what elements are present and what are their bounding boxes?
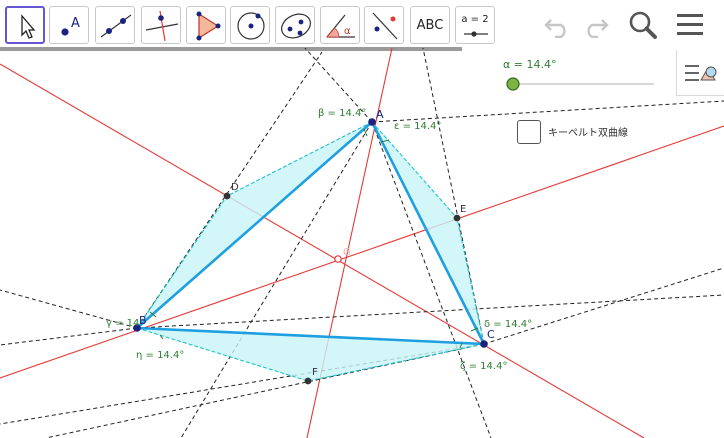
angle-tool-icon: α	[326, 14, 355, 38]
angle-label-delta: δ = 14.4°	[484, 319, 532, 330]
reflect-tool-icon	[372, 12, 398, 40]
point-c[interactable]	[480, 340, 488, 348]
arc-gamma	[149, 311, 157, 318]
point-d[interactable]	[223, 192, 231, 200]
label-a: A	[376, 108, 384, 121]
dashed-line-5	[0, 289, 138, 329]
slider-tool-icon	[464, 31, 488, 37]
line-tool-icon	[100, 14, 132, 38]
dashed-line-9	[483, 267, 724, 345]
dashed-line-11	[0, 343, 485, 425]
label-g: G	[343, 247, 351, 258]
hyperbola-checkbox[interactable]	[517, 120, 541, 144]
ellipse-tool-icon	[281, 13, 311, 39]
move-tool-button[interactable]	[5, 6, 45, 44]
perpendicular-tool-button[interactable]	[141, 6, 181, 44]
graphics-view[interactable]: G D E F A B C β = 14.4° ε = 14.4° γ = 14…	[0, 48, 724, 438]
angle-tool-button[interactable]: α	[320, 6, 360, 44]
point-b[interactable]	[133, 324, 141, 332]
hyperbola-checkbox-label: キーペルト双曲線	[548, 128, 628, 139]
dashed-line-6	[0, 327, 138, 346]
slider-label: α = 14.4°	[503, 58, 557, 71]
redo-icon	[587, 19, 609, 39]
angle-labels: β = 14.4° ε = 14.4° γ = 14 η = 14.4° δ =…	[106, 108, 532, 372]
slider-tool-button[interactable]: a = 2	[455, 6, 495, 44]
red-line-cd	[0, 125, 724, 379]
arc-epsilon	[380, 139, 390, 143]
label-d: D	[231, 182, 239, 193]
menu-button[interactable]	[675, 11, 705, 43]
move-tool-icon	[21, 14, 36, 39]
point-e[interactable]	[453, 214, 461, 222]
dashed-line-1	[304, 48, 373, 123]
style-bar-icon	[685, 65, 717, 81]
angle-tool-label: α	[344, 26, 351, 37]
dashed-lines	[0, 48, 724, 438]
point-f[interactable]	[304, 377, 312, 385]
polygon-tool-button[interactable]	[186, 6, 226, 44]
point-tool-button[interactable]: A	[49, 6, 89, 44]
circle-tool-button[interactable]	[230, 6, 270, 44]
point-g[interactable]	[334, 255, 342, 263]
polygon-tool-icon	[196, 11, 221, 41]
perpendicular-tool-icon	[145, 10, 179, 42]
style-bar-toggle[interactable]	[676, 50, 724, 96]
ellipse-tool-button[interactable]	[275, 6, 315, 44]
angle-label-beta: β = 14.4°	[318, 108, 366, 119]
undo-icon	[544, 19, 566, 39]
angle-label-eta: η = 14.4°	[136, 350, 184, 361]
angle-label-zeta: ζ = 14.4°	[460, 361, 507, 372]
text-tool-button[interactable]: ABC	[410, 6, 450, 44]
dashed-line-3	[180, 121, 373, 438]
label-b: B	[139, 314, 147, 327]
arc-delta	[470, 327, 479, 332]
label-f: F	[312, 367, 318, 378]
toolbar: A	[0, 0, 724, 48]
slider-knob[interactable]	[506, 77, 520, 91]
circle-tool-icon	[237, 12, 265, 40]
text-tool-label: ABC	[416, 17, 444, 33]
angle-label-epsilon: ε = 14.4°	[394, 121, 441, 132]
search-icon	[629, 11, 657, 39]
toolbar-scrollbar[interactable]	[0, 47, 462, 51]
label-c: C	[487, 328, 495, 341]
arc-beta	[363, 128, 368, 137]
reflect-tool-button[interactable]	[364, 6, 404, 44]
dashed-line-4	[371, 100, 724, 123]
menu-icon	[677, 14, 703, 35]
angle-arcs	[149, 128, 479, 349]
slider-tool-label: a = 2	[461, 14, 489, 25]
red-lines	[0, 48, 724, 438]
dashed-line-12	[45, 343, 485, 438]
point-a[interactable]	[368, 118, 376, 126]
dashed-line-2	[371, 121, 492, 438]
undo-button[interactable]	[543, 12, 573, 42]
angle-label-gamma: γ = 14	[106, 318, 139, 329]
point-tool-label: A	[71, 16, 80, 31]
point-tool-icon: A	[61, 16, 80, 36]
arc-zeta	[459, 342, 463, 349]
dashed-line-7	[136, 51, 323, 329]
redo-button[interactable]	[580, 12, 610, 42]
red-line-fa	[0, 63, 645, 438]
line-tool-button[interactable]	[95, 6, 135, 44]
label-e: E	[460, 204, 466, 215]
search-button[interactable]	[627, 9, 659, 45]
arc-eta	[159, 334, 164, 340]
triangle-abc	[133, 119, 487, 346]
